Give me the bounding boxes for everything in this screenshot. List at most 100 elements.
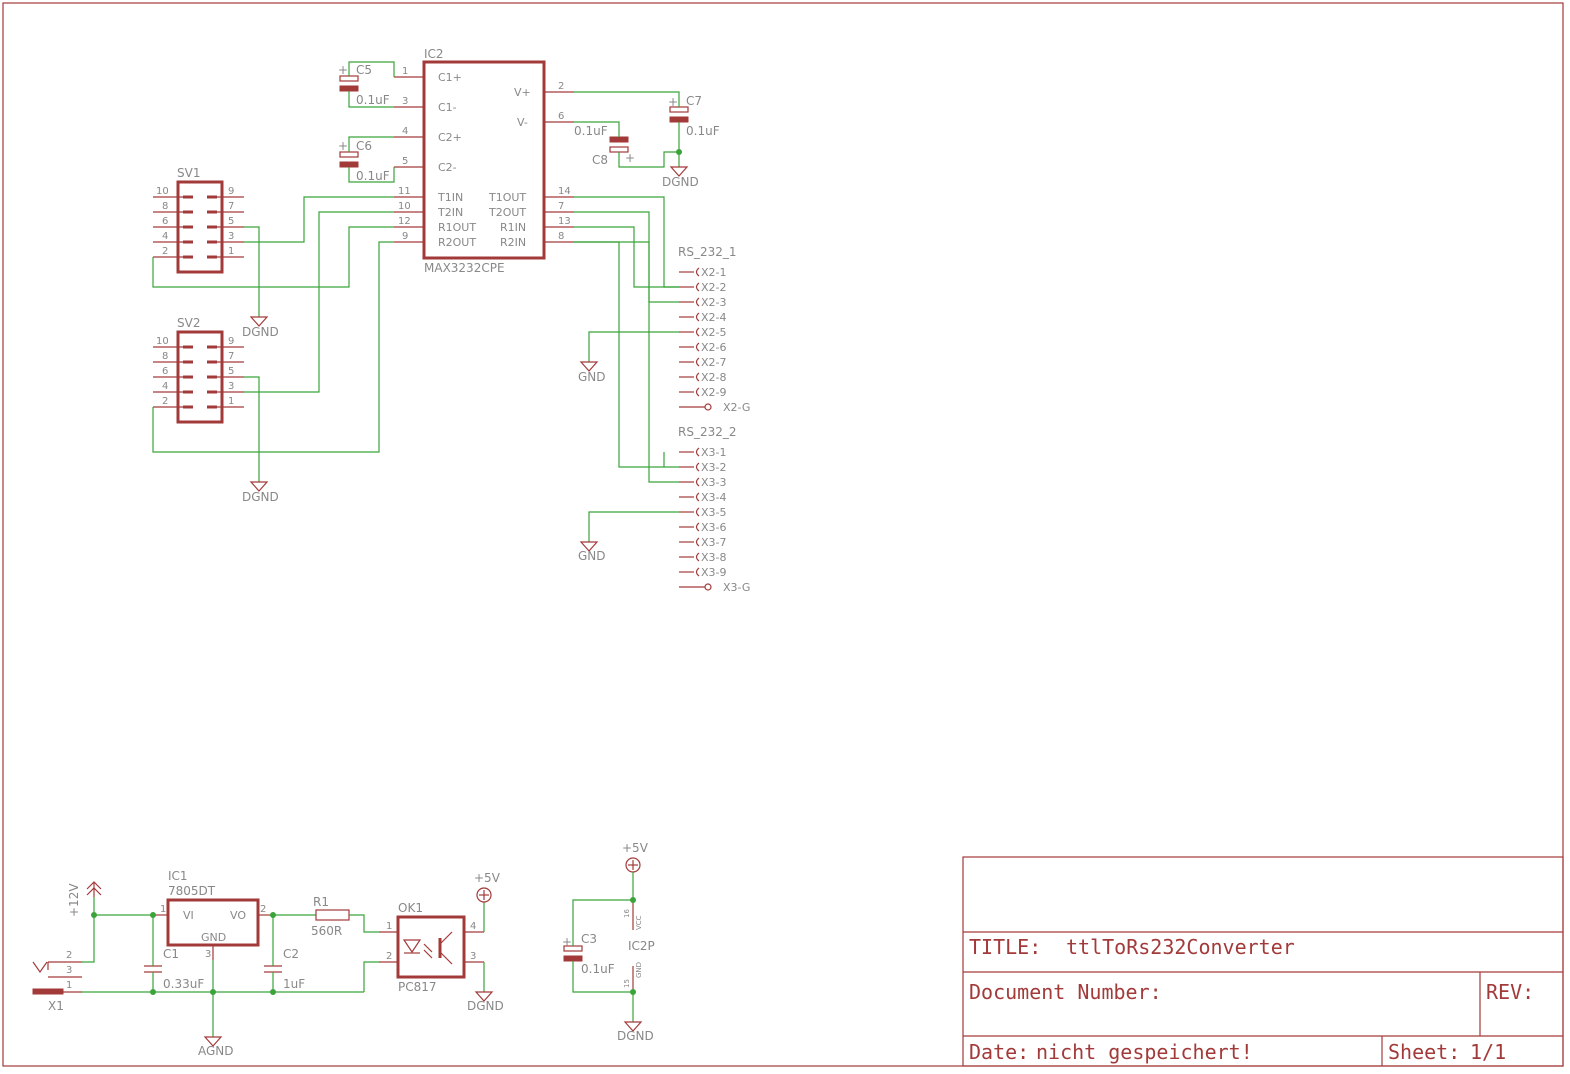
rs1-pin: X2-6 (701, 341, 727, 354)
ic1-name: IC1 (168, 869, 188, 883)
capacitor-c7: + C7 0.1uF (668, 94, 720, 138)
svg-text:AGND: AGND (198, 1044, 234, 1058)
sv1-pin-num: 2 (162, 246, 168, 257)
ic2-pin-num: 6 (558, 111, 564, 122)
rs2-pin: X3-4 (701, 491, 727, 504)
doc-number-label: Document Number: (969, 980, 1162, 1004)
svg-text:3: 3 (470, 951, 476, 962)
svg-text:+: + (338, 139, 348, 153)
ic1-value: 7805DT (168, 884, 216, 898)
sv1-pin-num: 3 (228, 231, 234, 242)
title-block: TITLE: ttlToRs232Converter Document Numb… (962, 856, 1564, 1067)
rs1-pin: X2-4 (701, 311, 727, 324)
rs2-pin: X3-5 (701, 506, 727, 519)
svg-text:1: 1 (386, 921, 392, 932)
date-value: nicht gespeichert! (1036, 1040, 1253, 1064)
svg-text:VI: VI (183, 909, 194, 922)
svg-text:VO: VO (230, 909, 246, 922)
svg-text:+: + (338, 63, 348, 77)
rs1-pin: X2-2 (701, 281, 727, 294)
capacitor-c5: + C5 0.1uF (338, 63, 390, 107)
svg-text:+5V: +5V (622, 841, 649, 855)
rs1-name: RS_232_1 (678, 245, 737, 259)
ic2-name: IC2 (424, 47, 444, 61)
c6-value: 0.1uF (356, 169, 390, 183)
ic2-pin-name: C1- (438, 101, 457, 114)
sv2-pin-num: 10 (156, 336, 169, 347)
ic2-pin-num: 8 (558, 231, 564, 242)
connector-sv2: SV2 10 8 6 4 2 9 7 5 3 1 (153, 316, 244, 424)
capacitor-c1: C1 0.33uF (144, 947, 204, 991)
rs1-shield: X2-G (723, 401, 750, 414)
rs1-pin: X2-8 (701, 371, 727, 384)
ic2-pin-num: 13 (558, 216, 571, 227)
rs2-pin: X3-8 (701, 551, 727, 564)
dgnd-symbol: DGND (467, 991, 504, 1013)
svg-text:GND: GND (578, 370, 606, 384)
rev-label: REV: (1486, 980, 1534, 1004)
c7-name: C7 (686, 94, 702, 108)
sv2-pin-num: 8 (162, 351, 168, 362)
rs2-pin: X3-2 (701, 461, 727, 474)
dgnd-symbol: DGND (242, 481, 279, 504)
ic2-pin-name: C1+ (438, 71, 462, 84)
rs2-shield: X3-G (723, 581, 750, 594)
sv1-pin-num: 8 (162, 201, 168, 212)
supply-12v: +12V (67, 881, 102, 917)
ic2-pin-name: R2IN (500, 236, 526, 249)
capacitor-c3: + C3 0.1uF (562, 932, 615, 976)
svg-text:+: + (668, 95, 678, 109)
svg-text:R1: R1 (313, 895, 329, 909)
sv1-pin-num: 5 (228, 216, 234, 227)
rs2-pin: X3-1 (701, 446, 727, 459)
svg-text:C1: C1 (163, 947, 179, 961)
ic2-pin-name: C2- (438, 161, 457, 174)
sv2-pin-num: 4 (162, 381, 168, 392)
sv1-pin-num: 1 (228, 246, 234, 257)
ic2-pin-num: 1 (402, 66, 408, 77)
ic2-pin-name: R1OUT (438, 221, 476, 234)
c8-value: 0.1uF (574, 124, 608, 138)
svg-text:+12V: +12V (67, 883, 81, 917)
rs232-connector-2: RS_232_2 X3-1 X3-2 X3-3 X3-4 X3-5 X3-6 X… (678, 425, 750, 594)
ic2-pin-name: C2+ (438, 131, 462, 144)
sv1-pin-num: 7 (228, 201, 234, 212)
agnd-symbol: AGND (198, 1036, 234, 1058)
ic2-pin-num: 7 (558, 201, 564, 212)
ic2-pin-num: 9 (402, 231, 408, 242)
resistor-r1: R1 560R (311, 895, 350, 938)
regulator-ic1: IC1 7805DT VI VO GND 1 2 3 (153, 869, 273, 960)
ic2-pin-name: R2OUT (438, 236, 476, 249)
dgnd-symbol: DGND (617, 1021, 654, 1043)
optocoupler-ok1: OK1 PC817 1 2 4 3 (379, 901, 484, 994)
date-label: Date: (969, 1040, 1029, 1064)
ic2-pin-name: T1OUT (488, 191, 526, 204)
svg-text:2: 2 (66, 950, 72, 961)
svg-text:3: 3 (66, 965, 72, 976)
c5-name: C5 (356, 63, 372, 77)
rs2-pin: X3-7 (701, 536, 727, 549)
svg-text:DGND: DGND (242, 325, 279, 339)
svg-text:0.33uF: 0.33uF (163, 977, 204, 991)
gnd-symbol: GND (578, 541, 606, 563)
svg-text:2: 2 (386, 951, 392, 962)
svg-text:C2: C2 (283, 947, 299, 961)
sv1-pin-num: 9 (228, 186, 234, 197)
c6-name: C6 (356, 139, 372, 153)
ic2-pin-num: 4 (402, 126, 408, 137)
ic2-value: MAX3232CPE (424, 261, 505, 275)
sv1-pin-num: 10 (156, 186, 169, 197)
svg-text:4: 4 (470, 921, 476, 932)
sv2-pin-num: 9 (228, 336, 234, 347)
svg-text:1: 1 (160, 904, 166, 915)
svg-text:+: + (625, 151, 635, 165)
supply-5v: +5V (622, 841, 649, 873)
svg-text:OK1: OK1 (398, 901, 423, 915)
title-value: ttlToRs232Converter (1066, 935, 1295, 959)
svg-text:IC2P: IC2P (628, 939, 655, 953)
sv2-pin-num: 6 (162, 366, 168, 377)
sv1-pin-num: 6 (162, 216, 168, 227)
capacitor-c6: + C6 0.1uF (338, 139, 390, 183)
svg-text:GND: GND (635, 962, 643, 978)
c7-value: 0.1uF (686, 124, 720, 138)
